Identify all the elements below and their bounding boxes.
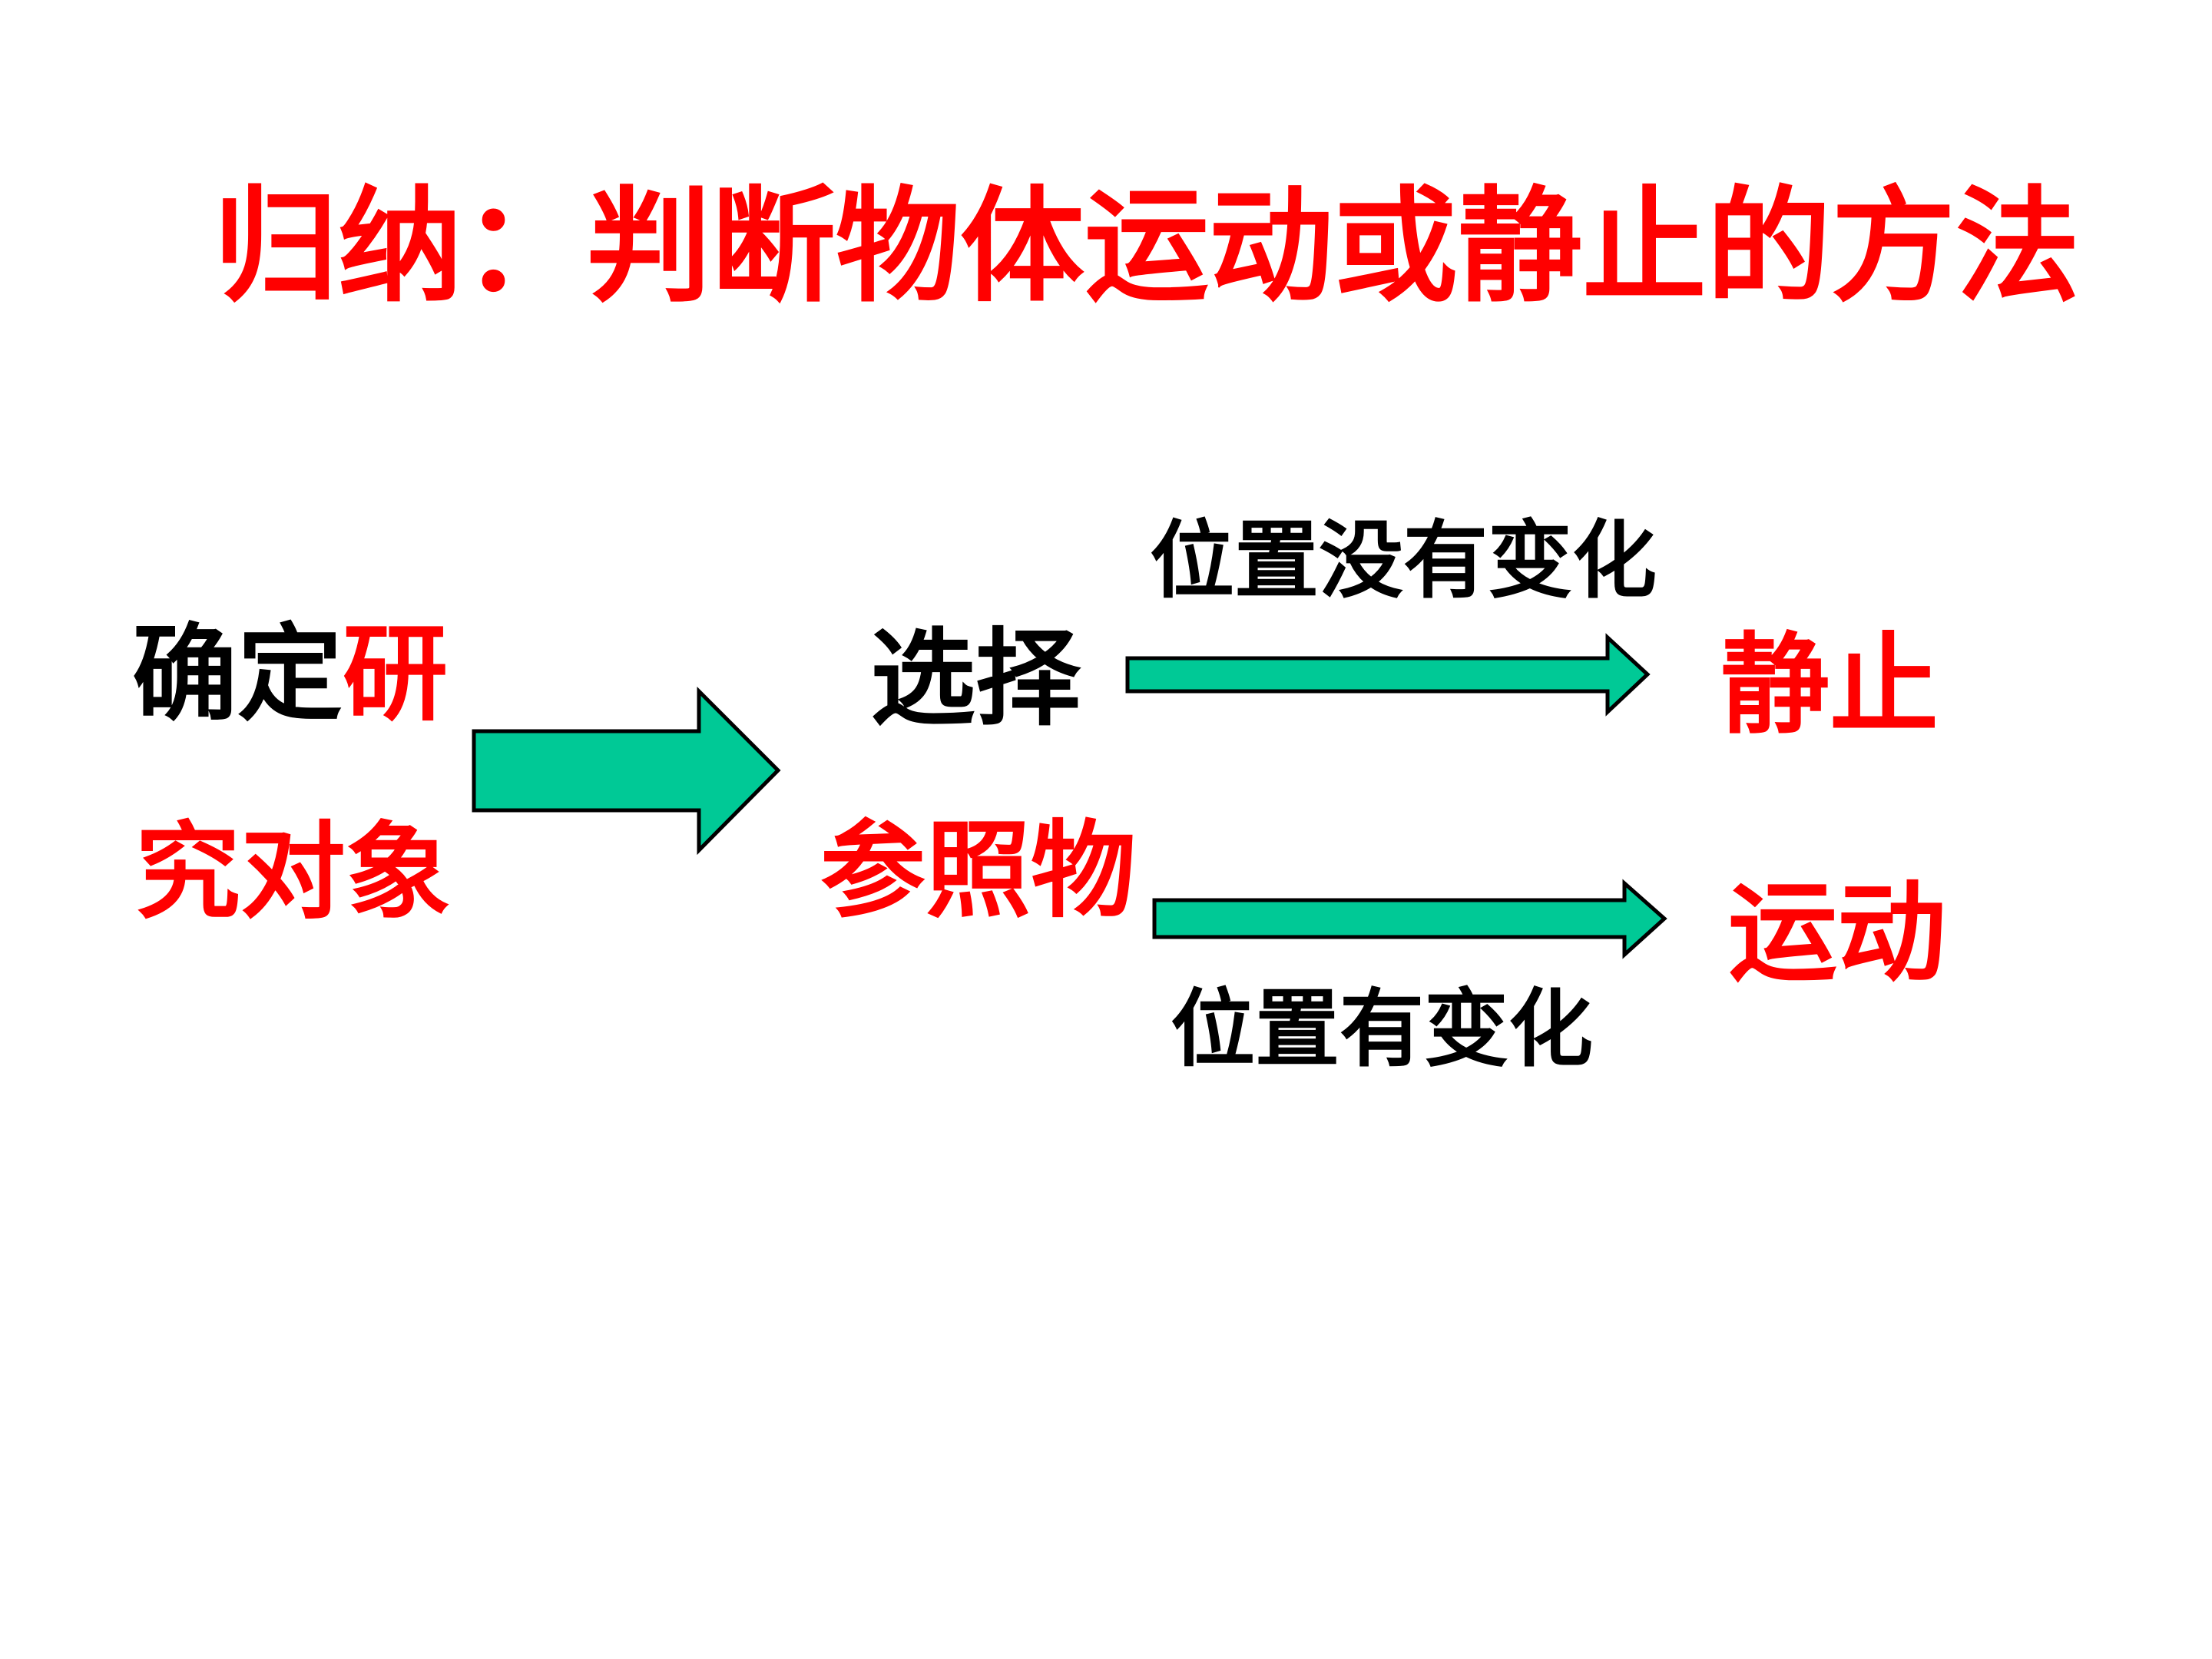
- step-choose-reference-line1: 选择: [870, 621, 1081, 738]
- step-determine-object-line2: 究对象: [135, 814, 452, 932]
- outcome-static: 静止: [1720, 624, 1939, 747]
- main-flow-arrow: [472, 686, 781, 856]
- step-choose-reference-line2: 参照物: [820, 813, 1137, 930]
- step-determine-object-line1: 确定研: [132, 622, 448, 727]
- step1-text-red: 研: [343, 616, 449, 733]
- label-position-change: 位置有变化: [1171, 983, 1593, 1077]
- label-no-position-change: 位置没有变化: [1150, 515, 1657, 608]
- moving-branch-arrow: [1152, 879, 1667, 959]
- outcome-moving: 运动: [1728, 873, 1946, 995]
- slide-title: 归纳：判断物体运动或静止的方法: [214, 180, 2080, 317]
- static-branch-arrow: [1125, 633, 1651, 717]
- step1-text-black: 确定: [132, 616, 343, 733]
